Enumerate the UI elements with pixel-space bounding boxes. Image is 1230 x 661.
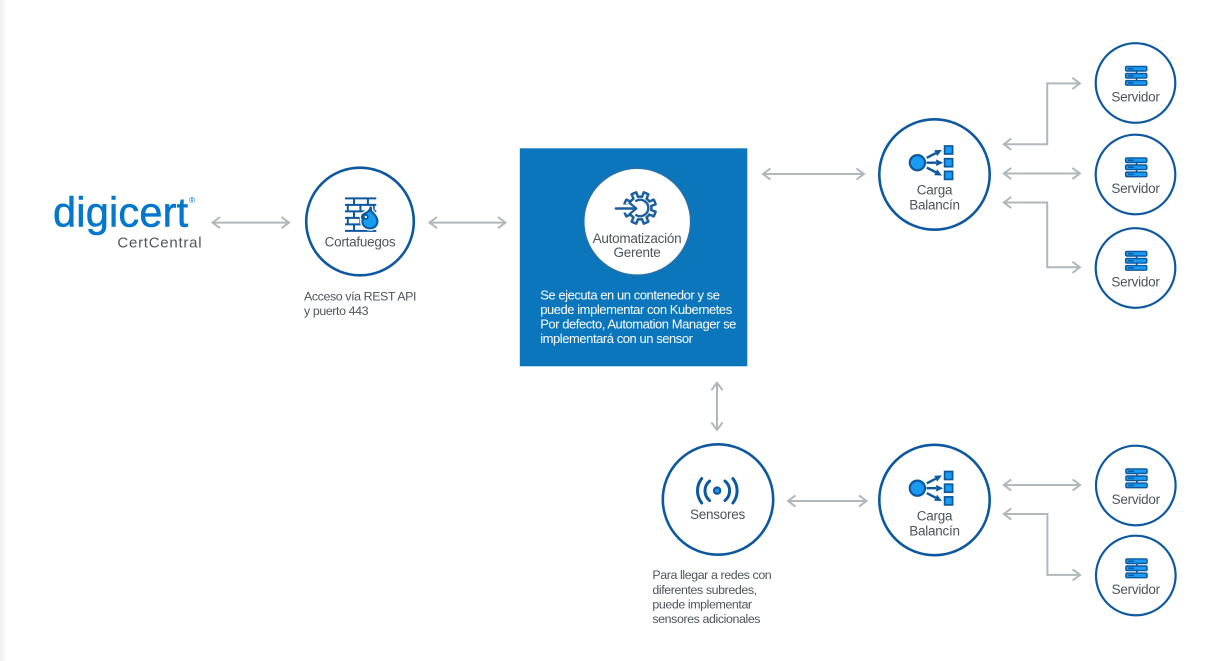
svg-text:Cortafuegos: Cortafuegos: [325, 234, 396, 249]
svg-text:Carga: Carga: [917, 508, 953, 523]
svg-text:CertCentral: CertCentral: [117, 234, 202, 251]
svg-text:Balancín: Balancín: [909, 523, 960, 538]
svg-text:Servidor: Servidor: [1112, 492, 1161, 507]
svg-text:Servidor: Servidor: [1112, 582, 1161, 597]
svg-text:Acceso vía REST API: Acceso vía REST API: [304, 290, 416, 304]
svg-text:Automatización: Automatización: [593, 231, 682, 246]
svg-text:puede implementar: puede implementar: [652, 597, 752, 611]
svg-text:®: ®: [189, 196, 195, 205]
svg-text:Se ejecuta en un contenedor y: Se ejecuta en un contenedor y se: [540, 288, 720, 303]
svg-text:Balancín: Balancín: [909, 197, 960, 212]
svg-text:Para llegar a redes con: Para llegar a redes con: [652, 568, 771, 582]
svg-text:Por defecto, Automation Manage: Por defecto, Automation Manager se: [540, 317, 736, 332]
svg-text:implementará con un sensor: implementará con un sensor: [540, 331, 693, 346]
svg-text:diferentes subredes,: diferentes subredes,: [652, 583, 756, 597]
svg-text:Sensores: Sensores: [690, 507, 746, 522]
svg-text:Gerente: Gerente: [613, 245, 660, 260]
svg-text:Carga: Carga: [917, 182, 953, 197]
svg-text:Servidor: Servidor: [1111, 181, 1160, 196]
svg-text:Servidor: Servidor: [1111, 90, 1160, 105]
svg-text:y puerto 443: y puerto 443: [304, 304, 369, 318]
svg-text:puede implementar con Kubernet: puede implementar con Kubernetes: [540, 302, 733, 317]
svg-text:Servidor: Servidor: [1111, 275, 1160, 290]
svg-text:sensores adicionales: sensores adicionales: [652, 612, 760, 626]
svg-text:digicert: digicert: [53, 189, 189, 236]
